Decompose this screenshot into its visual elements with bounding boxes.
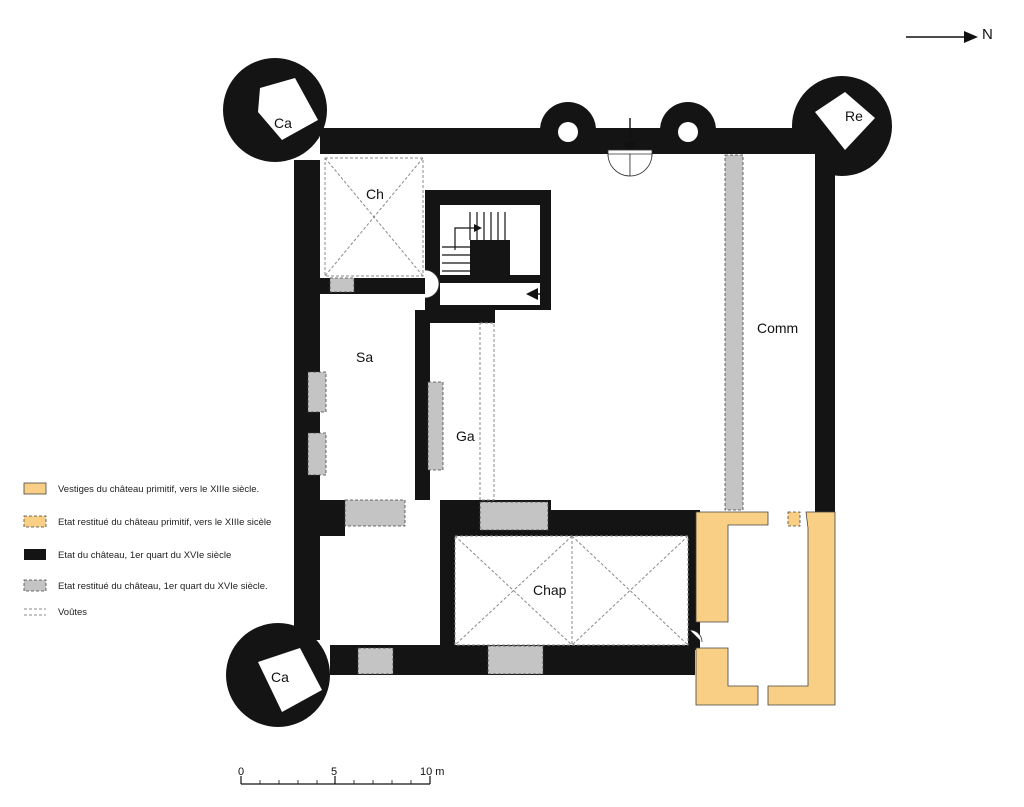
turret-left-interior	[558, 122, 578, 142]
primitive-west-north	[695, 511, 769, 623]
chap-west-wall	[440, 530, 455, 648]
sa-room	[320, 294, 415, 500]
scale-bar: 0 5 10 m	[238, 766, 444, 785]
legend-label-primitive-restored: Etat restitué du château primitif, vers …	[58, 517, 271, 528]
vaults	[324, 157, 689, 646]
legend-label-16c-restored: Etat restitué du château, 1er quart du X…	[58, 581, 268, 592]
door-ch-sa	[424, 269, 440, 299]
main-door-right	[629, 153, 653, 177]
room-labels: Ca Re Ch Sa Ga Comm Chap Ca	[271, 108, 863, 685]
turret-right-interior	[678, 122, 698, 142]
legend-swatch-16c-restored	[23, 579, 47, 592]
entry-arrows	[526, 118, 636, 300]
restored-walls	[307, 154, 744, 675]
legend-label-vaults: Voûtes	[58, 607, 87, 618]
comm-grey-wall	[724, 154, 744, 511]
ga-grey-wall	[427, 381, 444, 471]
label-ca-nw: Ca	[274, 115, 292, 131]
nw-tower-room	[258, 78, 318, 140]
label-ch: Ch	[366, 186, 384, 202]
comm-room	[551, 190, 815, 510]
south-grey-2	[487, 645, 544, 675]
legend-swatch-vaults	[24, 608, 46, 616]
label-comm: Comm	[757, 320, 798, 336]
staircase	[442, 212, 510, 278]
label-chap: Chap	[533, 582, 567, 598]
north-label: N	[982, 26, 993, 43]
sa-south-wall-left	[300, 500, 345, 536]
primitive-castle	[695, 511, 836, 706]
sa-grey-1	[307, 371, 327, 413]
scale-label-0: 0	[238, 766, 244, 778]
sa-south-grey	[344, 499, 406, 527]
label-ga: Ga	[456, 428, 475, 444]
label-ca-sw: Ca	[271, 669, 289, 685]
stair-landing	[440, 283, 540, 305]
primitive-west-south	[695, 647, 759, 706]
sa-grey-2	[307, 432, 327, 476]
legend-swatch-primitive	[23, 482, 47, 495]
scale-label-10: 10 m	[420, 766, 444, 778]
label-sa: Sa	[356, 349, 373, 365]
east-wall	[815, 150, 835, 512]
primitive-restored	[787, 511, 801, 527]
sa-east-wall	[415, 310, 430, 500]
north-arrow: N	[906, 26, 993, 43]
scale-label-5: 5	[331, 766, 337, 778]
legend-label-16c: Etat du château, 1er quart du XVIe siècl…	[58, 550, 231, 561]
ch-grey	[329, 277, 355, 293]
label-re: Re	[845, 108, 863, 124]
legend: Vestiges du château primitif, vers le XI…	[23, 482, 271, 618]
ne-tower-room	[815, 92, 875, 150]
primitive-east	[767, 511, 836, 706]
ch-room	[320, 154, 425, 278]
sw-room	[320, 536, 440, 645]
comm-west	[495, 310, 551, 500]
sw-tower-room	[258, 648, 322, 712]
south-grey-1	[357, 647, 394, 675]
legend-label-primitive: Vestiges du château primitif, vers le XI…	[58, 484, 259, 495]
legend-swatch-primitive-restored	[23, 515, 47, 528]
door-chap-east	[689, 629, 703, 643]
legend-swatch-16c	[24, 549, 46, 560]
chap-grey-north	[479, 501, 549, 531]
